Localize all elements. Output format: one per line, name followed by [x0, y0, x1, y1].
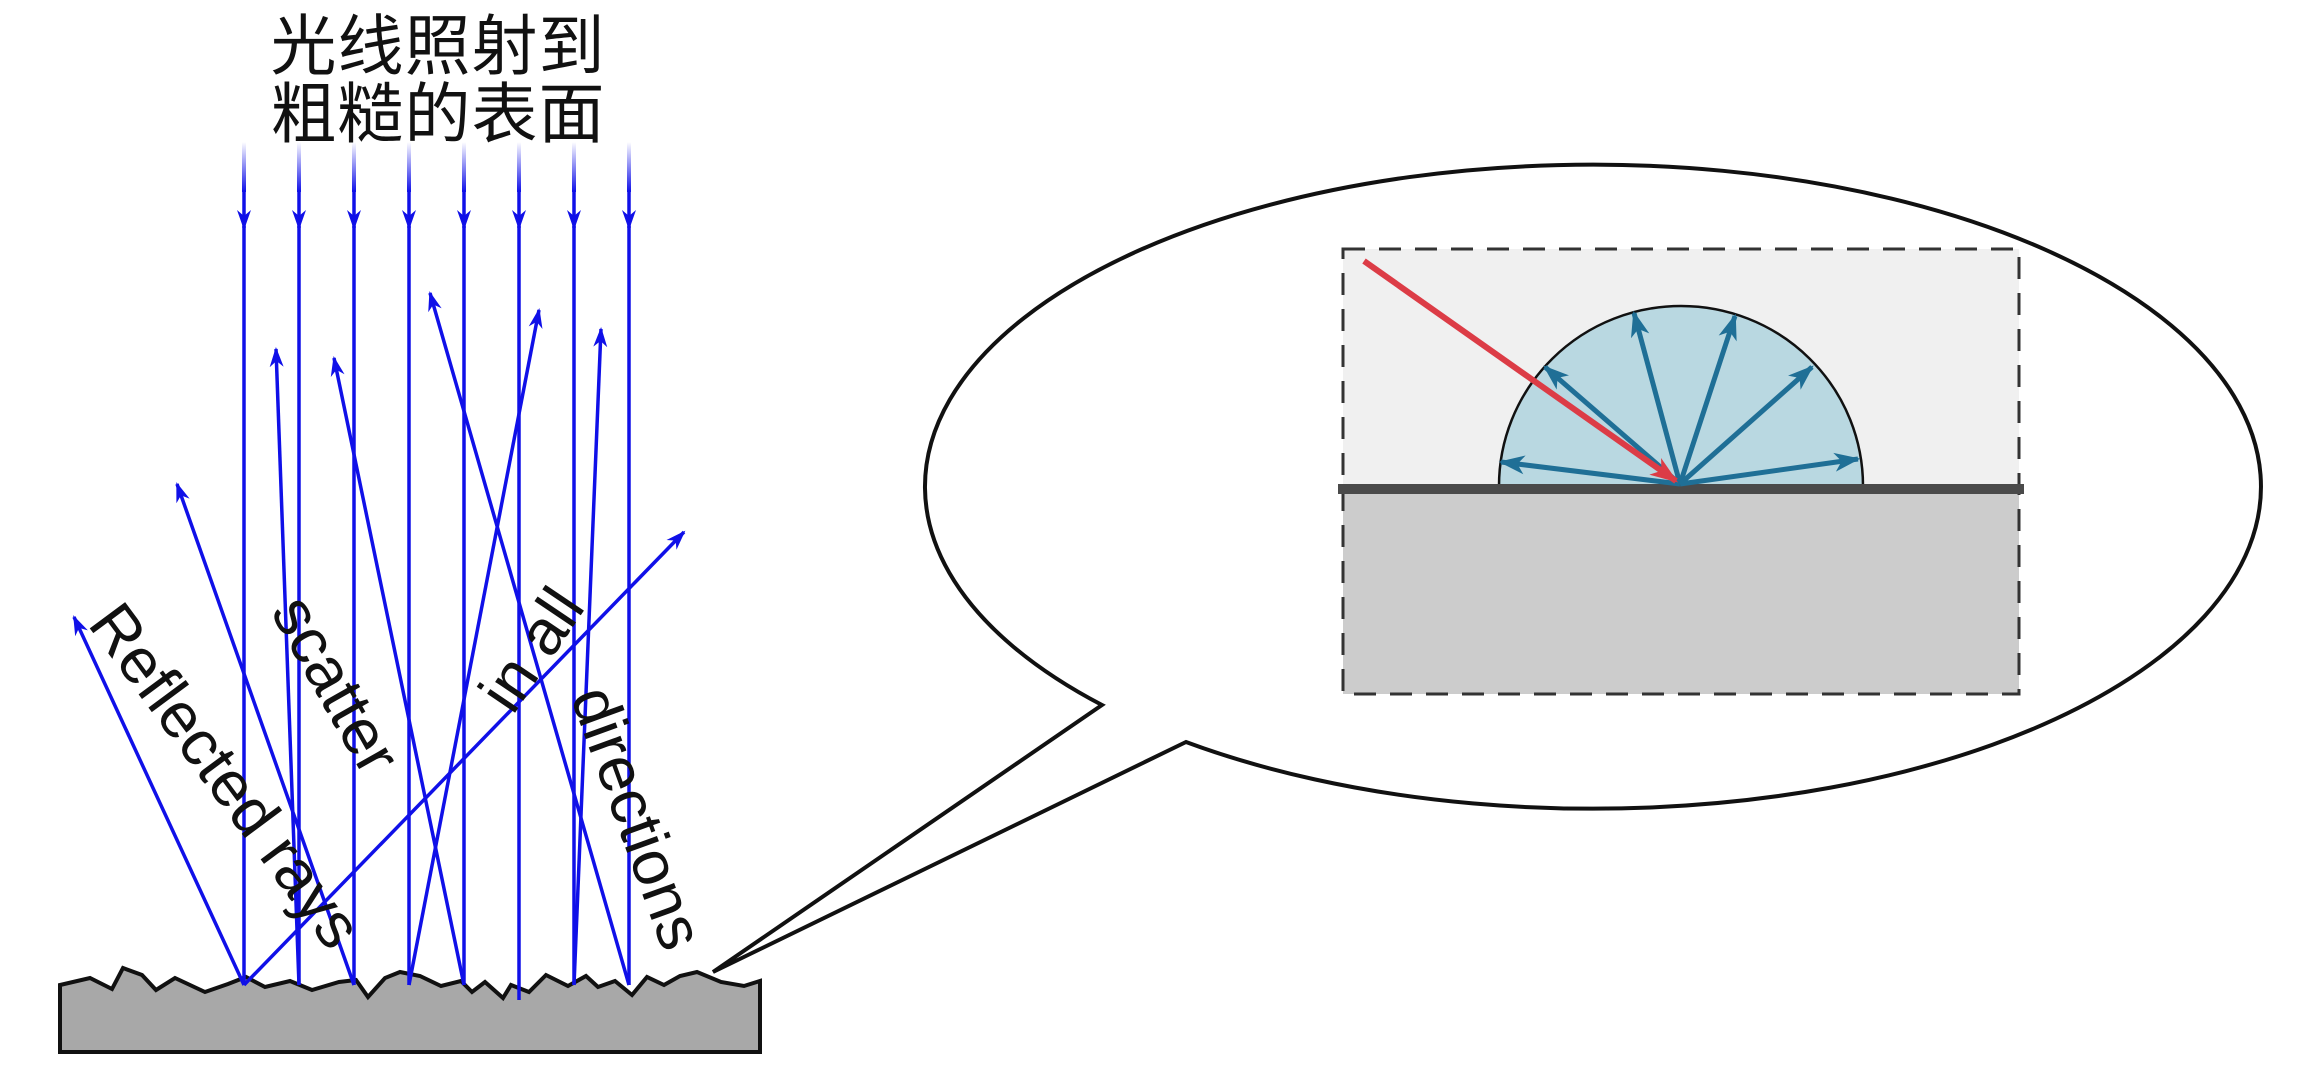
scatter-hemisphere — [1497, 304, 1865, 488]
reflected-ray — [330, 356, 466, 986]
reflected-ray — [72, 615, 246, 986]
scatter-arrow — [1679, 452, 1861, 487]
reflected-ray — [407, 308, 543, 986]
inset-material — [1343, 491, 2019, 694]
reflected-rays — [72, 291, 686, 987]
inset-panel — [1338, 247, 2024, 696]
inset-frame — [1341, 247, 2021, 696]
title-line-1: 光线照射到 — [270, 8, 606, 85]
rough-surface — [58, 965, 762, 1054]
scatter-arrow — [1631, 310, 1683, 485]
title-line-2: 粗糙的表面 — [270, 76, 606, 153]
scatter-arrow — [1677, 313, 1738, 485]
reflected-ray — [572, 327, 608, 986]
incident-arrow — [1362, 258, 1679, 484]
scatter-arrow — [1678, 365, 1814, 486]
reflected-ray — [242, 530, 686, 987]
reflected-ray — [269, 347, 301, 986]
reflected-ray — [428, 291, 631, 986]
incoming-rays — [237, 190, 636, 1000]
incoming-ray-fades — [242, 142, 631, 192]
scatter-arrows — [1498, 310, 1861, 487]
